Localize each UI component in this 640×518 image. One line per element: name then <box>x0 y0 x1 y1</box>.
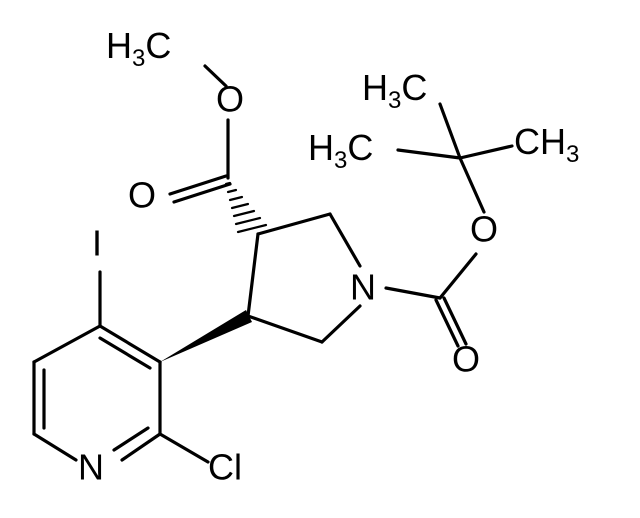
pyridine-nitrogen-label: N <box>78 447 104 488</box>
boc-carbonyl-oxygen-label: O <box>452 339 480 380</box>
bond-ester-c-double-o <box>168 174 228 196</box>
bond-ester-c-double-o-2 <box>172 182 232 204</box>
bond-o-tbu-c <box>458 156 486 214</box>
bond-tbu-methyl-top <box>438 102 462 160</box>
bond-c3-c2 <box>256 212 332 236</box>
bond-c4-c3 <box>246 232 260 318</box>
tbu-methyl-right-label: CH3 <box>514 121 579 169</box>
ester-oxygen-label: O <box>216 79 244 120</box>
chlorine-label: Cl <box>208 447 242 488</box>
bond-boc-c-double-o <box>434 298 460 348</box>
bond-c5-c4 <box>246 314 324 344</box>
solid-wedge-c4-pyridine <box>160 310 252 362</box>
bond-tbu-methyl-right <box>458 144 514 160</box>
tbu-methyl-top-label: H3C <box>362 67 427 115</box>
bond-py-n-c2-inner <box>112 426 150 452</box>
bond-c2-n1 <box>328 212 362 268</box>
carbonyl-oxygen-label: O <box>128 175 156 216</box>
iodine-label: I <box>92 223 102 264</box>
bond-py-c3-c4 <box>98 324 162 364</box>
bond-py-c4-c5 <box>32 324 102 364</box>
bond-py-c6-n <box>32 432 78 462</box>
pyrrolidine-nitrogen-label: N <box>350 267 376 308</box>
bond-py-c4-c3-inner <box>98 336 152 370</box>
bond-n1-c5 <box>320 304 362 344</box>
bond-tbu-methyl-left <box>396 148 462 160</box>
bond-py-c2-cl <box>158 432 210 464</box>
bond-n1-boc-c <box>384 286 442 300</box>
bond-py-n-c2 <box>120 432 162 462</box>
tbu-methyl-left-label: H3C <box>308 127 373 175</box>
bond-boc-c-double-o-2 <box>442 296 468 346</box>
bond-methyl-o <box>203 64 228 88</box>
hashed-wedge-c3-ester <box>224 181 268 234</box>
bond-boc-c-o <box>438 252 478 300</box>
methoxy-methyl-label: H3C <box>106 25 171 73</box>
boc-oxygen-label: O <box>470 209 498 250</box>
